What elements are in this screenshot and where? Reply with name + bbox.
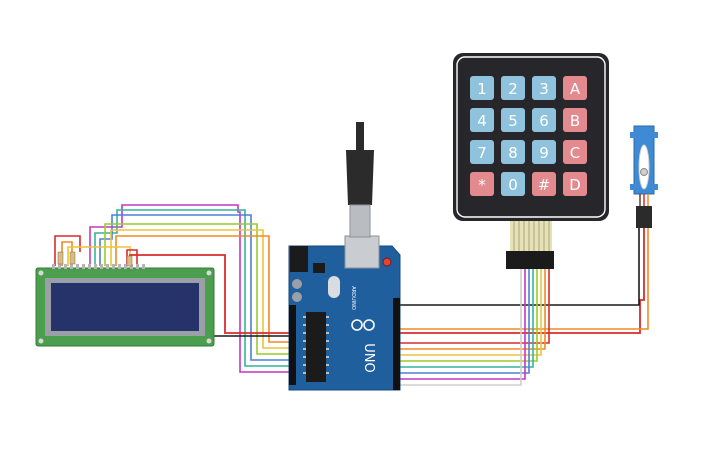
- wire-yellow-lcd-a: [67, 246, 131, 266]
- keypad-key-1-0[interactable]: [470, 108, 494, 132]
- arduino-board: UNO ARDUINO: [288, 235, 401, 391]
- servo-cable: [639, 194, 649, 206]
- keypad-key-label: B: [570, 112, 580, 130]
- wire-keypad-6: [399, 268, 530, 374]
- wire-orange-servo: [399, 228, 649, 330]
- keypad-border: [456, 56, 606, 218]
- lcd-mount-hole-br: [206, 338, 212, 344]
- keypad-key-1-2[interactable]: [532, 108, 556, 132]
- wire-lime: [104, 223, 290, 355]
- chip-pins: [303, 316, 329, 374]
- wire-keypad-1: [399, 268, 550, 344]
- keypad-key-label: #: [538, 176, 551, 194]
- servo-motor: [630, 125, 658, 228]
- keypad-key-label: *: [478, 176, 486, 194]
- wire-black-gnd-servo: [398, 228, 640, 306]
- wire-keypad-8: [399, 268, 522, 386]
- lcd-module: [35, 251, 215, 347]
- power-jack: [290, 246, 308, 272]
- keypad-key-0-1[interactable]: [501, 76, 525, 100]
- keypad-key-label: 2: [508, 80, 518, 98]
- capacitor-1: [292, 279, 302, 289]
- wire-blue: [99, 214, 290, 361]
- arduino-brand-label: ARDUINO: [350, 286, 356, 310]
- wire-magenta: [89, 204, 290, 373]
- keypad-ribbon: [510, 221, 552, 251]
- keypad-connector: [506, 251, 554, 269]
- wire-red-power: [129, 228, 645, 334]
- usb-cable: [346, 122, 374, 238]
- keypad-key-label: 6: [539, 112, 549, 130]
- keypad-key-0-3[interactable]: [563, 76, 587, 100]
- keypad-key-label: A: [570, 80, 581, 98]
- keypad-key-label: 8: [508, 144, 518, 162]
- keypad-key-3-3[interactable]: [563, 172, 587, 196]
- wire-teal: [94, 209, 290, 367]
- crystal: [328, 276, 340, 298]
- capacitor-2: [292, 292, 302, 302]
- keypad-key-0-0[interactable]: [470, 76, 494, 100]
- keypad-key-2-2[interactable]: [532, 140, 556, 164]
- servo-mount-top: [630, 132, 658, 138]
- keypad-key-label: 7: [477, 144, 487, 162]
- wire-keypad-4: [399, 268, 538, 362]
- wire-keypad-3: [399, 268, 542, 356]
- wire-yellow-lcd: [110, 229, 290, 349]
- arduino-logo: [351, 319, 375, 331]
- servo-shaft: [640, 168, 648, 176]
- usb-connector: [344, 235, 380, 269]
- lcd-mount-hole-bl: [38, 338, 44, 344]
- lcd-mount-hole-tl: [38, 270, 44, 276]
- lcd-header-pins: [52, 264, 145, 269]
- keypad-ribbon-traces: [513, 221, 550, 251]
- lcd-mount-hole-tr: [206, 270, 212, 276]
- power-header: [289, 305, 296, 385]
- wire-orange-lcd: [115, 235, 290, 343]
- servo-cable-connector: [636, 206, 652, 228]
- keypad-key-3-1[interactable]: [501, 172, 525, 196]
- regulator: [313, 263, 325, 273]
- lcd-resistors: [57, 251, 133, 267]
- keypad-key-label: 3: [539, 80, 549, 98]
- atmega-chip: [306, 312, 326, 382]
- arduino-model-label: UNO: [361, 343, 376, 372]
- servo-horn: [638, 144, 650, 190]
- keypad-key-2-1[interactable]: [501, 140, 525, 164]
- wire-keypad-2: [399, 268, 546, 350]
- keypad-key-label: 4: [477, 112, 487, 130]
- reset-button[interactable]: [382, 257, 392, 267]
- keypad-key-1-1[interactable]: [501, 108, 525, 132]
- lcd-screen: [51, 283, 199, 331]
- wire-keypad-7: [399, 268, 526, 380]
- keypad-key-2-3[interactable]: [563, 140, 587, 164]
- digital-header: [393, 298, 400, 390]
- keypad-key-label: 9: [539, 144, 549, 162]
- keypad-key-3-0[interactable]: [470, 172, 494, 196]
- keypad-key-1-3[interactable]: [563, 108, 587, 132]
- keypad-key-label: D: [569, 176, 581, 194]
- keypad-keys: 1 2 3 A 4 5 6 B 7 8 9 C * 0 # D: [470, 76, 587, 196]
- keypad-key-3-2[interactable]: [532, 172, 556, 196]
- wire-keypad-5: [399, 268, 534, 368]
- keypad-key-label: 0: [508, 176, 518, 194]
- keypad: 1 2 3 A 4 5 6 B 7 8 9 C * 0 # D: [453, 53, 609, 269]
- keypad-key-label: C: [570, 144, 580, 162]
- keypad-key-2-0[interactable]: [470, 140, 494, 164]
- keypad-key-label: 1: [477, 80, 487, 98]
- wire-red-lcd-a: [54, 235, 81, 266]
- keypad-key-label: 5: [508, 112, 518, 130]
- keypad-key-0-2[interactable]: [532, 76, 556, 100]
